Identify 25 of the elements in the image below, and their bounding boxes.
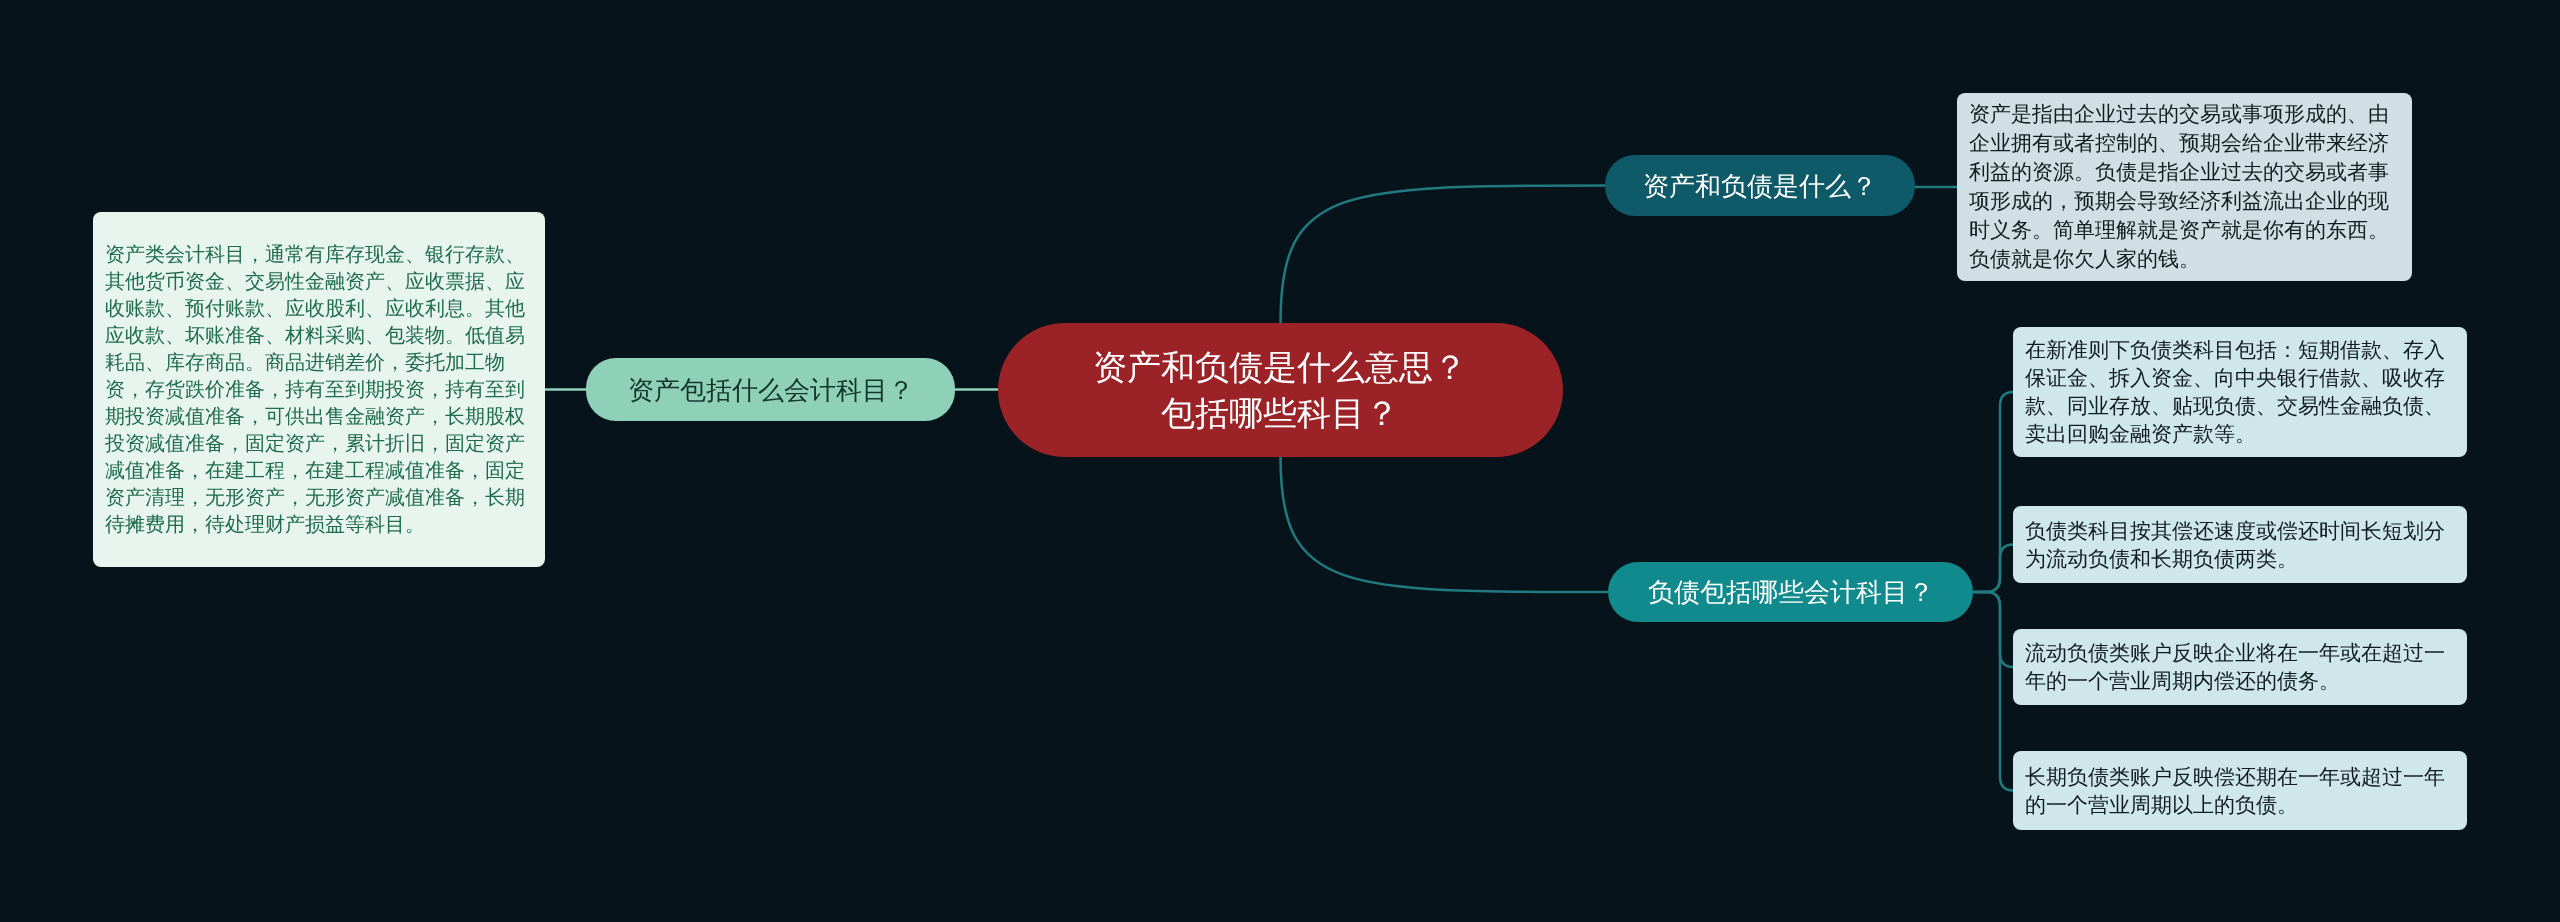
note-card	[2013, 751, 2467, 830]
note-text: 长期负债类账户反映偿还期在一年或超过一年的一个营业周期以上的负债。	[2025, 763, 2446, 819]
note-card	[2013, 327, 2467, 457]
connector-line	[1973, 590, 2014, 792]
note-card	[1957, 93, 2412, 281]
connector-line	[1915, 185, 1957, 189]
topic-text: 资产包括什么会计科目？	[627, 373, 914, 407]
connector-line	[545, 388, 586, 391]
topic-text: 资产和负债是什么？	[1643, 169, 1877, 203]
note-text: 资产是指由企业过去的交易或事项形成的、由企业拥有或者控制的、预期会给企业带来经济利益的资源。负债是指企业过去的交易或者事项形成的，预期会导致经济利益流出企业的现时义务。简单理解就是资产就是你有的东西。负债就是你欠人家的钱。	[1969, 101, 2390, 273]
topic-text: 负债包括哪些会计科目？	[1647, 576, 1934, 609]
topic-pill	[1608, 562, 1973, 622]
note-text: 在新准则下负债类科目包括：短期借款、存入保证金、拆入资金、向中央银行借款、吸收存款、同业存放、贴现负债、交易性金融负债、卖出回购金融资产款等。	[2025, 337, 2446, 448]
note-text: 负债类科目按其偿还速度或偿还时间长短划分为流动负债和长期负债两类。	[2025, 517, 2446, 573]
connector-line	[955, 388, 998, 391]
connector-line	[1279, 184, 1605, 324]
topic-pill	[1605, 155, 1915, 216]
note-text: 流动负债类账户反映企业将在一年或在超过一年的一个营业周期内偿还的债务。	[2025, 640, 2446, 695]
connector-line	[1279, 456, 1608, 594]
note-card	[93, 212, 545, 567]
note-card	[2013, 629, 2467, 705]
note-card	[2013, 506, 2467, 583]
note-text: 资产类会计科目，通常有库存现金、银行存款、其他货币资金、交易性金融资产、应收票据、应收账款、预付账款、应收股利、应收利息。其他应收款、坏账准备、材料采购、包装物。低值易耗品、库存商品。商品进销差价，委托加工物资，存货跌价准备，持有至到期投资，持有至到期投资减值准备，可供出售金融资产，长期股权投资减值准备，固定资产，累计折旧，固定资产减值准备，在建工程，在建工程减值准备，固定资产清理，无形资产，无形资产减值准备，长期待摊费用，待处理财产损益等科目。	[105, 241, 526, 538]
topic-text: 资产和负债是什么意思？包括哪些科目？	[1092, 346, 1469, 435]
topic-pill	[586, 358, 955, 421]
